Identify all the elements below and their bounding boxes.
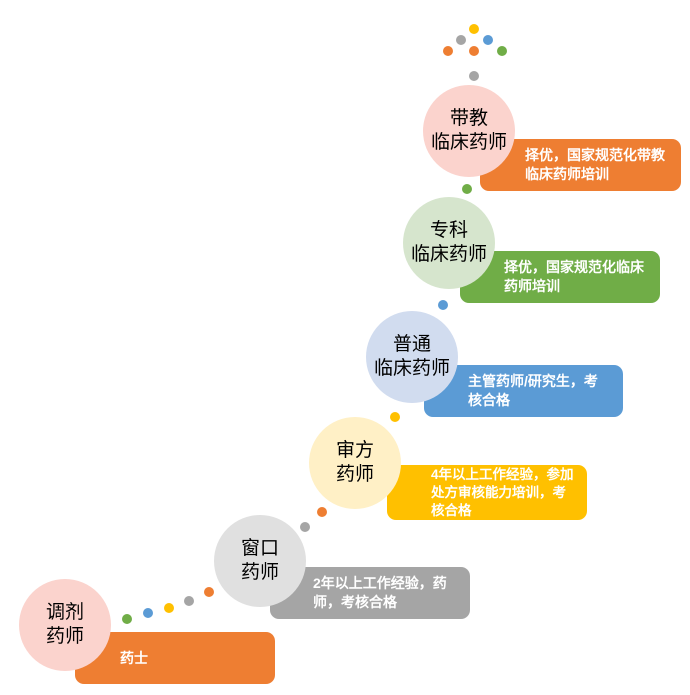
stage-desc: 药士 <box>120 649 148 666</box>
connector-dot <box>438 300 448 310</box>
stage-circle: 审方 药师 <box>309 417 401 509</box>
stage-title-line: 药师 <box>45 626 84 647</box>
stage-title-line: 临床药师 <box>373 358 450 379</box>
connector-dot <box>122 614 132 624</box>
stage-title-line: 审方 <box>335 440 374 461</box>
stage-title-line: 普通 <box>392 334 431 355</box>
connector-dot <box>443 46 453 56</box>
stage-title-line: 窗口 <box>240 538 279 559</box>
connector-dot <box>469 71 479 81</box>
connector-dot <box>143 608 153 618</box>
connector-dot <box>469 24 479 34</box>
stage-desc: 主管药师/研究生，考核合格 <box>468 373 598 408</box>
stage-circle: 带教 临床药师 <box>423 85 515 177</box>
stage-desc: 择优，国家规范化带教临床药师培训 <box>525 147 665 182</box>
stage-title-line: 临床药师 <box>410 244 487 265</box>
connector-dot <box>164 603 174 613</box>
stage-desc-box: 4年以上工作经验，参加处方审核能力培训，考核合格 <box>387 465 587 520</box>
stage-circle: 调剂 药师 <box>19 579 111 671</box>
stage-desc: 择优，国家规范化临床药师培训 <box>504 259 644 294</box>
stage-title-line: 药师 <box>240 562 279 583</box>
stage-title-line: 专科 <box>429 220 468 241</box>
stage-circle: 专科 临床药师 <box>403 197 495 289</box>
connector-dot <box>300 522 310 532</box>
stage-desc-box: 择优，国家规范化带教临床药师培训 <box>480 139 681 191</box>
stage-title-line: 临床药师 <box>430 132 507 153</box>
connector-dot <box>456 35 466 45</box>
connector-dot <box>184 596 194 606</box>
stage-title-line: 调剂 <box>45 602 84 623</box>
connector-dot <box>469 46 479 56</box>
stage-desc: 4年以上工作经验，参加处方审核能力培训，考核合格 <box>431 466 574 518</box>
connector-dot <box>204 587 214 597</box>
stage-circle: 普通 临床药师 <box>366 311 458 403</box>
connector-dot <box>483 35 493 45</box>
connector-dot <box>497 46 507 56</box>
stage-desc-box: 药士 <box>75 632 275 684</box>
stage-title-line: 带教 <box>449 108 488 129</box>
connector-dot <box>317 507 327 517</box>
connector-dot <box>462 184 472 194</box>
stage-desc-box: 择优，国家规范化临床药师培训 <box>460 251 660 303</box>
stage-desc: 2年以上工作经验，药师，考核合格 <box>313 575 447 610</box>
stage-desc-box: 主管药师/研究生，考核合格 <box>424 365 623 417</box>
stage-circle: 窗口 药师 <box>214 515 306 607</box>
stage-title-line: 药师 <box>335 464 374 485</box>
connector-dot <box>390 412 400 422</box>
